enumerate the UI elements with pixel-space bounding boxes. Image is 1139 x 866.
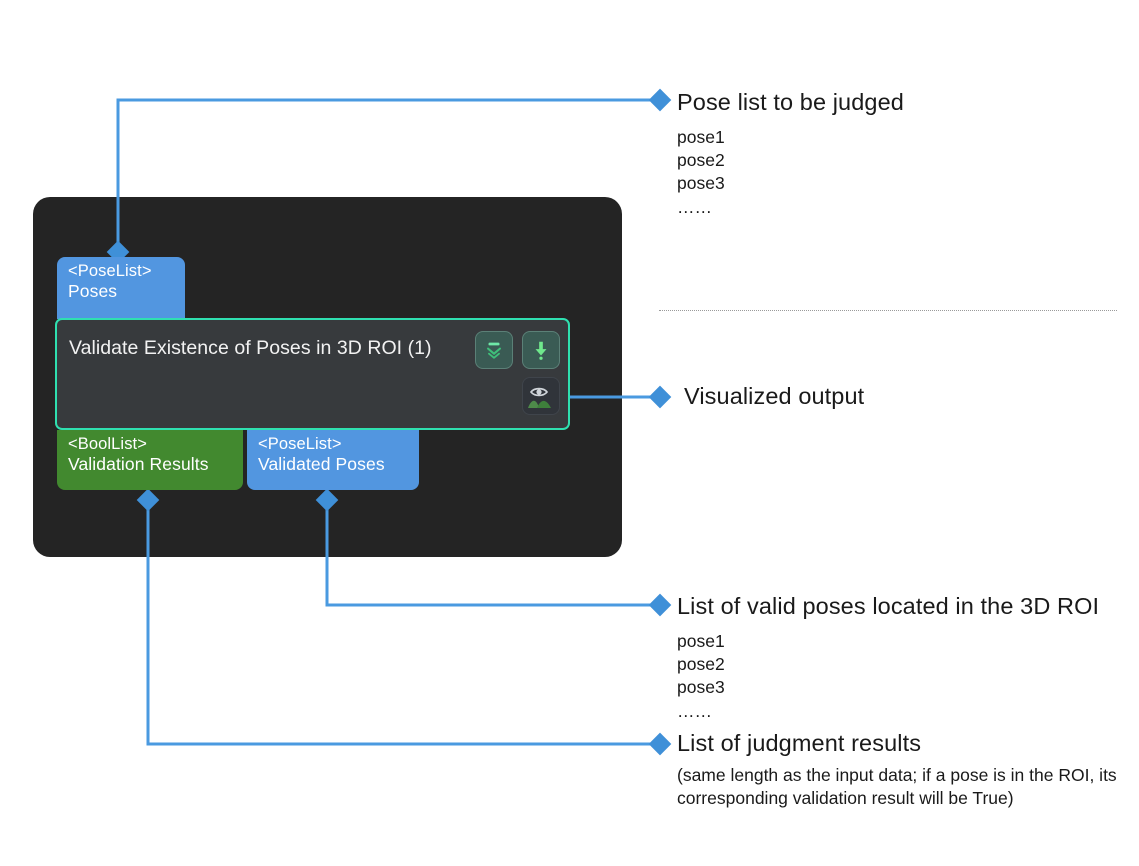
list-item: pose1 xyxy=(677,126,725,147)
section-divider xyxy=(659,310,1117,311)
output-port-poses-label: Validated Poses xyxy=(258,454,385,475)
list-item: pose3 xyxy=(677,677,725,698)
annotation-visualized-output: Visualized output xyxy=(684,383,865,410)
output-port-bool-type: <BoolList> xyxy=(68,435,147,453)
collapse-button[interactable] xyxy=(475,331,513,369)
visualize-button[interactable] xyxy=(522,377,560,415)
annotation-input-poses-title: Pose list to be judged xyxy=(677,89,904,115)
collapse-double-chevron-down-icon xyxy=(486,342,502,359)
output-port-poses-type: <PoseList> xyxy=(258,435,342,453)
diamond-marker-anno-4 xyxy=(648,732,672,756)
download-button[interactable] xyxy=(522,331,560,369)
annotation-validated-poses-items: pose1 pose2 pose3 …… xyxy=(677,630,1099,723)
output-port-validated-poses[interactable]: <PoseList> Validated Poses xyxy=(247,430,419,490)
input-port-poses-label: Poses xyxy=(68,281,118,302)
output-port-validation-results[interactable]: <BoolList> Validation Results xyxy=(57,430,243,490)
node-validate-existence-of-poses[interactable]: Validate Existence of Poses in 3D ROI (1… xyxy=(55,318,570,430)
annotation-input-poses-items: pose1 pose2 pose3 …… xyxy=(677,126,904,219)
eye-image-preview-icon xyxy=(528,387,551,408)
list-item: pose1 xyxy=(677,630,725,651)
diamond-marker-anno-3 xyxy=(648,593,672,617)
annotation-validation-results-title: List of judgment results xyxy=(677,730,922,756)
list-item: pose2 xyxy=(677,654,725,675)
annotation-validation-results: List of judgment results (same length as… xyxy=(677,730,1117,810)
diamond-marker-anno-1 xyxy=(648,88,672,112)
output-port-bool-label: Validation Results xyxy=(68,454,209,475)
annotation-visualized-output-title: Visualized output xyxy=(684,383,865,409)
list-item: pose3 xyxy=(677,173,725,194)
input-port-poses[interactable]: <PoseList> Poses xyxy=(57,257,185,319)
annotation-validated-poses-title: List of valid poses located in the 3D RO… xyxy=(677,593,1100,619)
list-item: …… xyxy=(677,196,712,217)
input-port-poses-type: <PoseList> xyxy=(68,262,152,280)
annotation-input-poses: Pose list to be judged pose1 pose2 pose3… xyxy=(677,89,904,219)
diamond-marker-anno-2 xyxy=(648,385,672,409)
list-item: …… xyxy=(677,700,712,721)
list-item: pose2 xyxy=(677,150,725,171)
annotation-validated-poses: List of valid poses located in the 3D RO… xyxy=(677,593,1100,723)
annotation-validation-results-note: (same length as the input data; if a pos… xyxy=(677,764,1117,809)
node-title: Validate Existence of Poses in 3D ROI (1… xyxy=(69,337,432,359)
arrow-down-exclamation-icon xyxy=(535,341,547,360)
